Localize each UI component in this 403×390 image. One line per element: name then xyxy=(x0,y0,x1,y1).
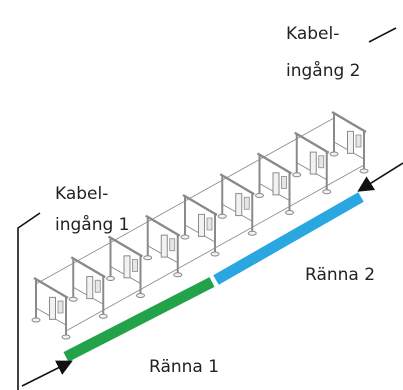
gate-foot xyxy=(292,172,302,178)
gate-foot xyxy=(217,213,227,219)
gate-foot xyxy=(61,334,71,340)
gate-foot xyxy=(180,234,190,240)
gate-foot xyxy=(98,313,108,319)
gate-foot xyxy=(329,151,339,157)
gate-top-bar xyxy=(145,214,181,237)
gate-foot xyxy=(68,296,78,302)
gate-foot xyxy=(322,189,332,195)
gate-top-bar xyxy=(70,256,106,279)
gate-sensor xyxy=(94,279,101,293)
gate-foot xyxy=(210,251,220,257)
gate-sensor xyxy=(355,134,362,148)
gate-link xyxy=(147,200,186,223)
gate-foot xyxy=(285,210,294,215)
gate-link xyxy=(222,159,260,181)
gate-link xyxy=(110,221,148,243)
gate-foot xyxy=(173,272,183,278)
cable-entry-2-arrow xyxy=(357,162,403,192)
cable-entry-1-leader xyxy=(17,212,41,390)
turnstile-gate-row xyxy=(31,110,369,340)
gate-link xyxy=(289,185,327,207)
gate-panel xyxy=(198,213,205,237)
gate-link xyxy=(177,247,216,270)
gate-sensor xyxy=(57,300,64,314)
cable-entry-1-label-line1: Kabel- xyxy=(55,184,109,204)
gate-link xyxy=(73,242,111,264)
gate-panel xyxy=(160,234,168,258)
gate-link xyxy=(326,164,365,187)
gate-sensor xyxy=(132,259,138,272)
gate-top-bar xyxy=(331,110,367,134)
gate-panel xyxy=(123,255,131,279)
gate-sensor xyxy=(281,176,287,189)
cable-entry-2-label-line1: Kabel- xyxy=(286,24,340,44)
gate-top-bar xyxy=(219,173,255,196)
gate-panel xyxy=(272,172,280,196)
cable-entry-2-label-line2: ingång 2 xyxy=(286,61,361,81)
gate-link xyxy=(296,117,335,140)
gate-foot xyxy=(359,168,369,174)
gate-foot xyxy=(106,276,115,281)
gate-foot xyxy=(143,255,153,261)
gate-panel xyxy=(347,130,354,154)
gate-panel xyxy=(86,276,94,300)
gate-link xyxy=(103,289,141,311)
gate-sensor xyxy=(243,196,250,210)
gate-link xyxy=(140,268,178,290)
gate-panel xyxy=(235,193,243,217)
gate-foot xyxy=(247,230,257,236)
cable-entry-1-arrow xyxy=(21,360,73,387)
gate-link xyxy=(252,206,290,228)
channel-2-label: Ränna 2 xyxy=(305,265,376,285)
gate-panel xyxy=(49,296,56,320)
gate-foot xyxy=(255,193,264,198)
cable-entry-1-label-line2: ingång 1 xyxy=(55,215,130,235)
channel-1-label: Ränna 1 xyxy=(149,357,220,377)
gate-link xyxy=(35,262,74,285)
gate-sensor xyxy=(318,155,325,169)
gate-top-bar xyxy=(256,152,293,175)
channel-1-bar xyxy=(63,277,215,362)
gate-top-bar xyxy=(107,235,144,258)
gate-foot xyxy=(136,293,145,298)
gate-link xyxy=(184,179,223,202)
channel-2-bar xyxy=(213,192,364,285)
gate-top-bar xyxy=(294,131,330,154)
gate-link xyxy=(65,309,104,332)
gate-link xyxy=(259,138,297,160)
gate-top-bar xyxy=(33,276,69,300)
gate-link xyxy=(214,226,253,249)
gate-sensor xyxy=(206,217,213,231)
gate-panel xyxy=(309,151,317,175)
gate-sensor xyxy=(169,238,176,252)
cable-entry-2-leader xyxy=(368,27,397,43)
gate-foot xyxy=(31,317,41,323)
gate-top-bar xyxy=(182,193,218,217)
